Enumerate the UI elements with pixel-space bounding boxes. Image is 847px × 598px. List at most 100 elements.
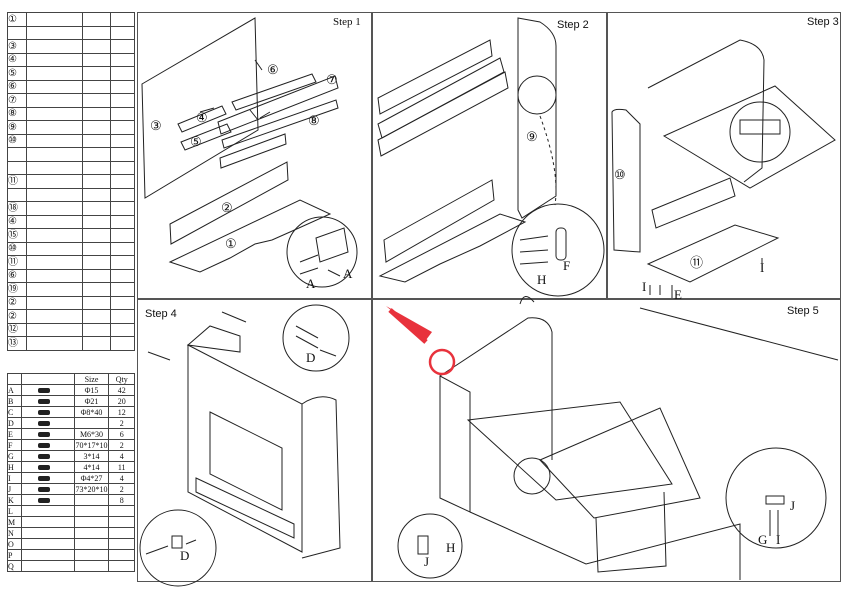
panel-strip xyxy=(219,133,287,169)
bottom-board xyxy=(378,213,527,283)
step2-panel xyxy=(372,12,607,299)
parts-row xyxy=(7,160,135,175)
parts-row-label: ② xyxy=(7,309,27,324)
shelf-5 xyxy=(180,123,232,151)
step5-detail-right xyxy=(725,447,827,549)
parts-row-cell xyxy=(110,25,135,40)
parts-row-cell xyxy=(110,336,135,351)
step2-small-detail xyxy=(517,75,557,115)
inner-recess-4 xyxy=(209,411,283,511)
step1-detail-circle xyxy=(286,216,358,288)
callout-H2: H xyxy=(446,540,455,555)
step2-label: Step 2 xyxy=(557,19,589,31)
step5-detail-bracket xyxy=(765,495,785,505)
cabinet-front-4 xyxy=(187,344,303,553)
step3-detail-bracket xyxy=(739,119,781,135)
panel-8 xyxy=(221,99,339,149)
step2-drawing xyxy=(377,17,605,297)
callout-I2: I xyxy=(642,279,646,294)
step4-drawing xyxy=(139,304,350,587)
fold-out-table xyxy=(539,407,701,519)
step1-label: Step 1 xyxy=(333,16,361,28)
panel-2 xyxy=(169,161,289,245)
hardware-qty xyxy=(108,560,135,572)
cabinet-top-5 xyxy=(439,317,553,460)
base-board-11 xyxy=(646,224,780,283)
parts-row: ② xyxy=(7,309,135,324)
back-panel xyxy=(141,17,259,199)
callout-A1: A xyxy=(306,276,316,291)
hardware-row: N xyxy=(6,527,135,539)
floor-line xyxy=(469,511,741,580)
highlight-callout xyxy=(386,306,456,376)
parts-row: ④ xyxy=(7,214,135,229)
hardware-row: M xyxy=(6,516,135,528)
callout-11: ⑪ xyxy=(690,255,703,270)
callout-3: ③ xyxy=(150,118,162,133)
step1-detail-screws xyxy=(299,254,341,277)
hardware-key: Q xyxy=(6,560,23,572)
step1-screw-lines xyxy=(199,59,271,121)
desktop-slide xyxy=(466,401,673,501)
parts-row-cell xyxy=(110,322,135,337)
inner-shelf-4 xyxy=(195,477,295,539)
callout-D1: D xyxy=(306,350,315,365)
step2-detail-screws xyxy=(519,235,549,265)
step3-drawing xyxy=(611,39,836,298)
bottom-back xyxy=(383,179,495,263)
parts-row: ⑨ xyxy=(7,120,135,135)
callout-J2: J xyxy=(424,554,429,569)
step4-screw-lines xyxy=(147,311,247,361)
step4-detail-circle xyxy=(282,304,350,372)
step4-label: Step 4 xyxy=(145,308,177,320)
parts-row-cell xyxy=(110,309,135,324)
step4-bottom-fitting xyxy=(171,535,183,549)
step3-panel xyxy=(607,12,841,299)
step2-detail-fitting xyxy=(555,227,567,261)
callout-8: ⑧ xyxy=(308,113,320,128)
panel-6 xyxy=(231,73,317,111)
highlight-arrow-shaft xyxy=(388,308,428,344)
step5-label: Step 5 xyxy=(787,305,819,317)
parts-row-cell xyxy=(110,39,135,54)
side-panel-10 xyxy=(611,108,641,253)
top-shelf xyxy=(377,39,493,115)
step1-drawing xyxy=(141,17,358,288)
parts-row: ⑥ xyxy=(7,79,135,94)
hardware-size: Φ8*40 xyxy=(73,406,110,418)
highlight-circle xyxy=(428,348,456,376)
parts-row: ⑤ xyxy=(7,66,135,81)
step3-label: Step 3 xyxy=(807,16,839,28)
cabinet-side-4 xyxy=(301,396,341,559)
parts-row: ⑬ xyxy=(7,336,135,351)
table-leg-frame xyxy=(595,491,667,573)
parts-row: ⑧ xyxy=(7,106,135,121)
parts-row-cell xyxy=(110,295,135,310)
callout-J1: J xyxy=(790,498,795,513)
callout-H: H xyxy=(537,272,546,287)
parts-row-label: ⑪ xyxy=(7,255,27,270)
cable xyxy=(519,296,535,305)
cabinet-top xyxy=(647,39,765,183)
parts-row-cell xyxy=(110,255,135,270)
step2-detail-circle xyxy=(511,203,605,297)
cabinet-front-5 xyxy=(439,375,471,513)
step1-panel xyxy=(137,12,372,299)
callout-5: ⑤ xyxy=(190,134,202,149)
parts-row-cell xyxy=(110,282,135,297)
lower-shelf xyxy=(377,71,509,157)
callout-D2: D xyxy=(180,548,189,563)
hardware-icon xyxy=(21,560,75,572)
middle-shelf xyxy=(377,57,505,139)
callout-I1: I xyxy=(760,260,764,275)
callout-F: F xyxy=(563,258,570,273)
parts-row: ③ xyxy=(7,39,135,54)
panel-1 xyxy=(168,199,332,273)
